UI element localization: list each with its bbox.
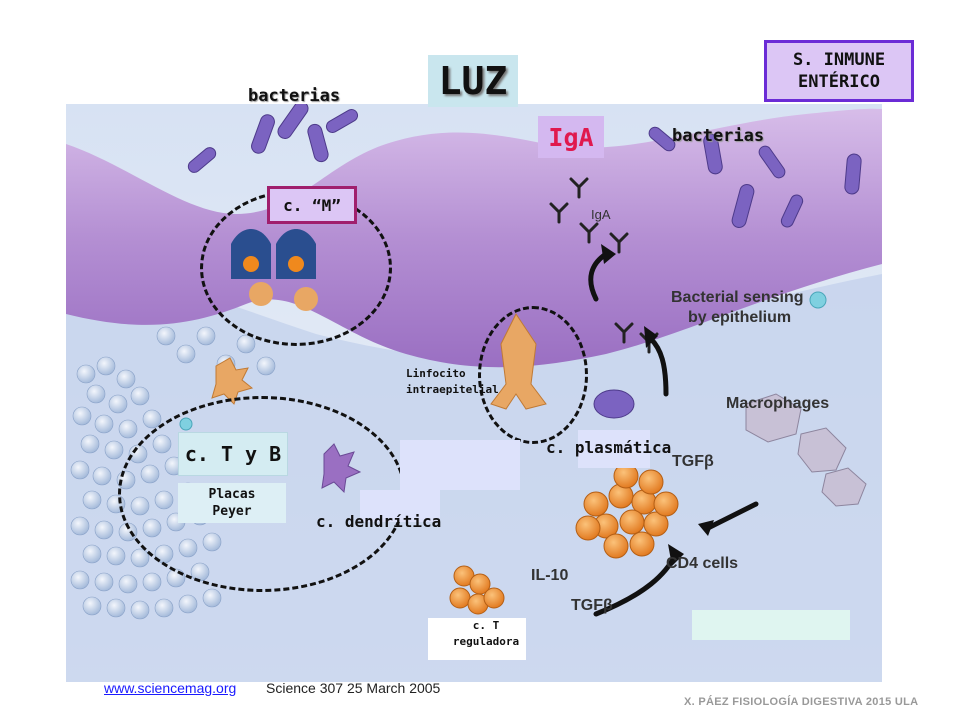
linfocito-line1: Linfocito: [406, 367, 466, 380]
t-and-b-cells-label: c. T y B: [178, 432, 288, 476]
label-patch-5: [428, 618, 526, 660]
intraepithelial-lymphocyte-label: Linfocito intraepitelial: [406, 366, 499, 398]
topic-badge: S. INMUNE ENTÉRICO: [764, 40, 914, 102]
label-patch-4: [692, 610, 850, 640]
bacterias-right-label: bacterias: [672, 126, 765, 146]
macrophages-label: Macrophages: [726, 395, 829, 412]
author-credit: X. PÁEZ FISIOLOGÍA DIGESTIVA 2015 ULA: [684, 696, 919, 708]
iga-label: IgA: [538, 116, 604, 158]
page-title: LUZ: [428, 55, 518, 107]
linfocito-line2: intraepitelial: [406, 383, 499, 396]
bacterias-left-label: bacterias: [248, 86, 341, 106]
source-reference: Science 307 25 March 2005: [266, 680, 441, 696]
tgfb-top-label: TGFβ: [672, 453, 714, 470]
label-patch-2: [360, 490, 440, 522]
source-link[interactable]: www.sciencemag.org: [104, 680, 237, 696]
cd4-label: CD4 cells: [666, 555, 738, 572]
topic-badge-line2: ENTÉRICO: [798, 72, 880, 92]
plasma-cell-label: c. plasmática: [546, 438, 672, 457]
tgfb-bottom-label: TGFβ: [571, 597, 613, 614]
t-reg-line1: c. T: [472, 619, 500, 632]
bacterial-sensing-line2: by epithelium: [688, 309, 791, 326]
label-patch-1: [400, 440, 520, 490]
peyer-line2: Peyer: [212, 504, 252, 519]
label-patch-3: [578, 430, 650, 468]
lymphocyte-dashed-circle: [478, 306, 588, 444]
t-reg-line2: reguladora: [452, 635, 520, 648]
t-regulatory-label: c. T reguladora: [436, 618, 536, 650]
peyer-patches-label: Placas Peyer: [178, 483, 286, 523]
topic-badge-line1: S. INMUNE: [792, 50, 886, 70]
peyer-line1: Placas: [208, 487, 256, 502]
m-cell-label: c. “M”: [267, 186, 357, 224]
iga-small-label: IgA: [591, 207, 611, 222]
il10-label: IL-10: [531, 567, 568, 584]
dendritic-cell-label: c. dendrítica: [316, 512, 442, 531]
bacterial-sensing-line1: Bacterial sensing: [671, 289, 804, 306]
